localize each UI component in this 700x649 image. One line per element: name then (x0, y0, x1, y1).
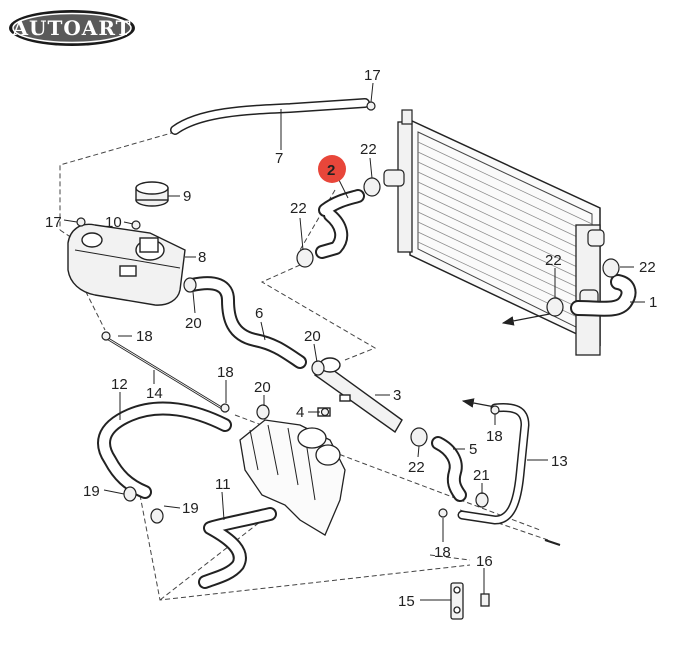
callout-6: 6 (255, 305, 263, 322)
callout-16: 16 (476, 553, 493, 570)
callout-18-b: 18 (217, 364, 234, 381)
callout-5: 5 (469, 441, 477, 458)
intake-manifold (239, 419, 346, 536)
callout-22-d: 22 (639, 259, 656, 276)
callout-leaders (63, 82, 645, 601)
reservoir-cap (135, 181, 169, 207)
callout-17-top: 17 (364, 67, 381, 84)
bracket (450, 582, 490, 620)
callout-20-b: 20 (304, 328, 321, 345)
callout-9: 9 (183, 188, 191, 205)
callout-14: 14 (146, 385, 163, 402)
callout-4: 4 (296, 404, 304, 421)
callout-17-left: 17 (45, 214, 62, 231)
callout-8: 8 (198, 249, 206, 266)
callout-20-c: 20 (254, 379, 271, 396)
callout-2: 2 (327, 162, 335, 179)
radiator (383, 109, 605, 356)
callout-18-d: 18 (434, 544, 451, 561)
callout-18-c: 18 (486, 428, 503, 445)
rods (104, 335, 561, 546)
callout-1: 1 (649, 294, 657, 311)
callout-22-e: 22 (408, 459, 425, 476)
logo-text: AUTOART (12, 16, 132, 40)
callout-22-a: 22 (360, 141, 377, 158)
callout-12: 12 (111, 376, 128, 393)
callout-22-c: 22 (545, 252, 562, 269)
coolant-reservoir (67, 223, 186, 306)
callout-21: 21 (473, 467, 490, 484)
highlight-badge (318, 155, 346, 183)
callout-11: 11 (215, 476, 231, 493)
callout-19-a: 19 (83, 483, 100, 500)
callout-7: 7 (275, 150, 283, 167)
autoart-logo (9, 10, 135, 46)
callout-19-b: 19 (182, 500, 199, 517)
callout-13: 13 (551, 453, 568, 470)
callout-numbers: 17 7 2 22 9 17 10 8 22 22 22 1 20 6 18 2… (45, 67, 657, 610)
callout-10: 10 (105, 214, 122, 231)
flow-arrow-left (461, 398, 496, 408)
callout-15: 15 (398, 593, 415, 610)
callout-22-b: 22 (290, 200, 307, 217)
callout-18-a: 18 (136, 328, 153, 345)
callout-3: 3 (393, 387, 401, 404)
callout-20-a: 20 (185, 315, 202, 332)
hoses (97, 98, 637, 589)
